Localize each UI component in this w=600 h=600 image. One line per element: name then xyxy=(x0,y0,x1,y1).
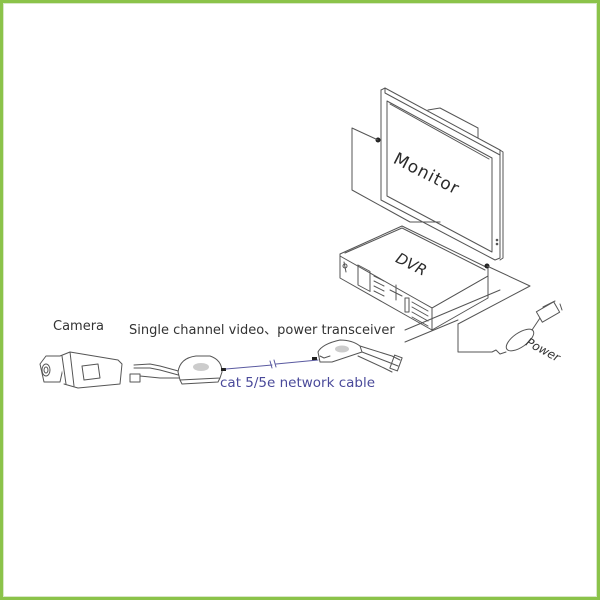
camera-icon xyxy=(39,351,123,389)
transceiver-label: Single channel video、power transceiver xyxy=(129,323,395,338)
network-cable-label: cat 5/5e network cable xyxy=(220,375,376,391)
transceiver-dvr-side-icon xyxy=(317,339,403,373)
frame-inner-border xyxy=(3,3,597,597)
dvr-icon xyxy=(339,225,490,331)
camera-label: Camera xyxy=(53,319,105,334)
network-cable-icon xyxy=(225,357,319,370)
monitor-icon xyxy=(375,87,504,261)
transceiver-camera-side-icon xyxy=(129,355,226,385)
monitor-video-cable xyxy=(351,127,441,223)
dvr-output-cable xyxy=(457,265,531,353)
power-adapter-icon xyxy=(483,300,563,355)
